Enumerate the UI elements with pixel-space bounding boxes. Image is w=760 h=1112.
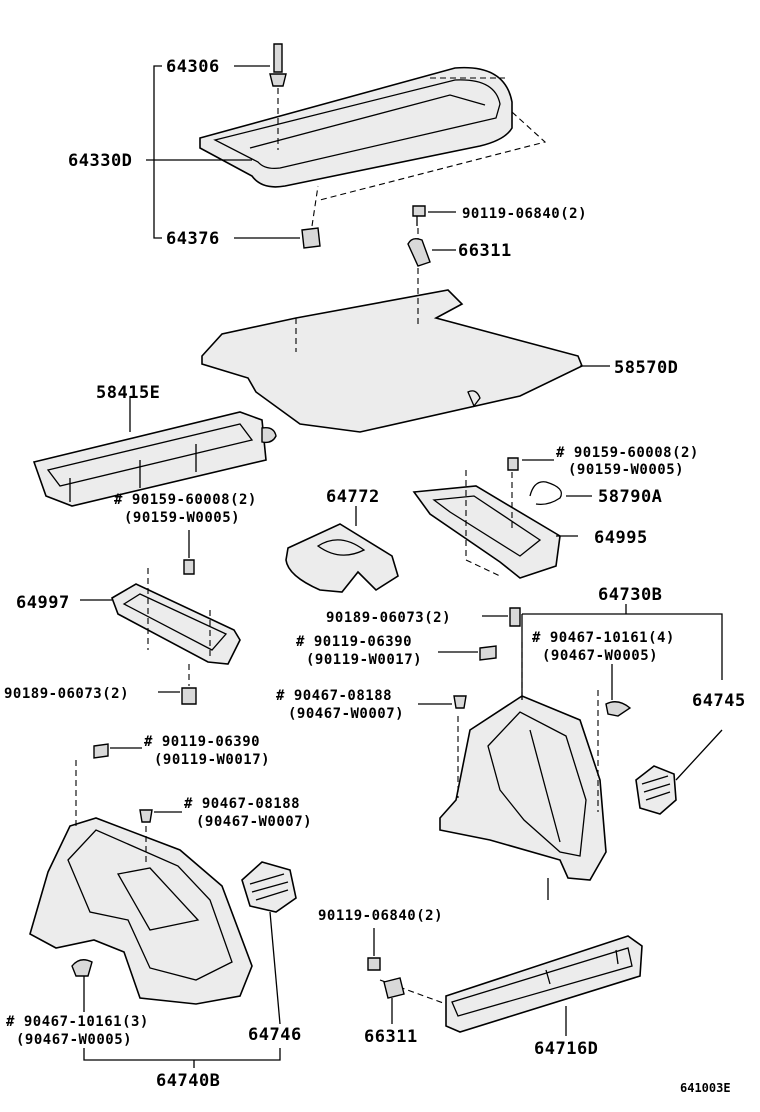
clip-90467-10161-right <box>605 664 632 717</box>
label-90159-60008-right: # 90159-60008(2) <box>556 445 699 461</box>
bracket-64330D <box>146 65 162 239</box>
label-90119-06840-upper: 90119-06840(2) <box>462 206 587 222</box>
label-64306: 64306 <box>166 57 220 77</box>
clip-66311-lower <box>383 977 405 1024</box>
bolt-90159-left <box>183 530 195 575</box>
label-64730B: 64730B <box>598 585 662 605</box>
label-90467-W0007-right: (90467-W0007) <box>288 706 404 722</box>
label-90119-W0017-left: (90119-W0017) <box>154 752 270 768</box>
bolt-90159-right <box>507 457 519 530</box>
label-90159-60008-left: # 90159-60008(2) <box>114 492 257 508</box>
scuff-plate-64716D <box>379 935 643 1033</box>
label-90119-06390-right: # 90119-06390 <box>296 634 412 650</box>
bolt-90189-06073-right <box>509 607 521 627</box>
label-64330D: 64330D <box>68 151 132 171</box>
label-90467-08188-right: # 90467-08188 <box>276 688 392 704</box>
clip-90119-06390-left <box>93 743 109 759</box>
label-90467-08188-left: # 90467-08188 <box>184 796 300 812</box>
label-58415E: 58415E <box>96 383 160 403</box>
label-66311-lower: 66311 <box>364 1027 418 1047</box>
label-64745: 64745 <box>692 691 746 711</box>
clip-90119-06390-right <box>479 645 497 661</box>
clip-66311-upper <box>407 237 431 267</box>
bracket-64740B <box>83 1048 281 1068</box>
clip-90467-08188-left <box>139 809 153 823</box>
label-90467-10161-right: # 90467-10161(4) <box>532 630 675 646</box>
clip-58790A <box>529 481 563 506</box>
label-64772: 64772 <box>326 487 380 507</box>
pin-64376 <box>301 185 321 249</box>
label-90189-06073-left: 90189-06073(2) <box>4 686 129 702</box>
floor-mat-58570D <box>201 289 584 433</box>
label-90119-W0017-right: (90119-W0017) <box>306 652 422 668</box>
label-90119-06840-lower: 90119-06840(2) <box>318 908 443 924</box>
tray-64997 <box>111 568 241 665</box>
label-90189-06073-right: 90189-06073(2) <box>326 610 451 626</box>
tray-64995 <box>412 470 561 579</box>
vent-grille-64746 <box>241 861 297 913</box>
foam-block-64772 <box>285 523 399 593</box>
label-58790A: 58790A <box>598 487 662 507</box>
side-trim-right-64730B <box>439 642 607 900</box>
diagram-code: 641003E <box>680 1081 731 1095</box>
package-tray-64330D <box>199 66 547 201</box>
label-90159-W0005-right: (90159-W0005) <box>568 462 684 478</box>
bracket-64730B <box>521 604 723 700</box>
label-66311-upper: 66311 <box>458 241 512 261</box>
label-90467-W0007-left: (90467-W0007) <box>196 814 312 830</box>
clip-90467-08188-right <box>453 695 467 709</box>
label-90467-10161-left: # 90467-10161(3) <box>6 1014 149 1030</box>
label-90119-06390-left: # 90119-06390 <box>144 734 260 750</box>
label-64716D: 64716D <box>534 1039 598 1059</box>
label-64995: 64995 <box>594 528 648 548</box>
label-64746: 64746 <box>248 1025 302 1045</box>
label-64997: 64997 <box>16 593 70 613</box>
label-90467-W0005-left: (90467-W0005) <box>16 1032 132 1048</box>
deck-board-58415E <box>32 411 277 507</box>
label-64740B: 64740B <box>156 1071 220 1091</box>
vent-grille-64745 <box>635 765 677 815</box>
label-58570D: 58570D <box>614 358 678 378</box>
label-64376: 64376 <box>166 229 220 249</box>
bolt-90119-06840-lower <box>367 928 381 971</box>
side-trim-left-64740B <box>29 760 253 1005</box>
hook-64306 <box>269 43 287 150</box>
label-90467-W0005-right: (90467-W0005) <box>542 648 658 664</box>
label-90159-W0005-left: (90159-W0005) <box>124 510 240 526</box>
clip-90467-10161-left <box>71 959 93 977</box>
bolt-90189-06073-left <box>181 664 197 705</box>
